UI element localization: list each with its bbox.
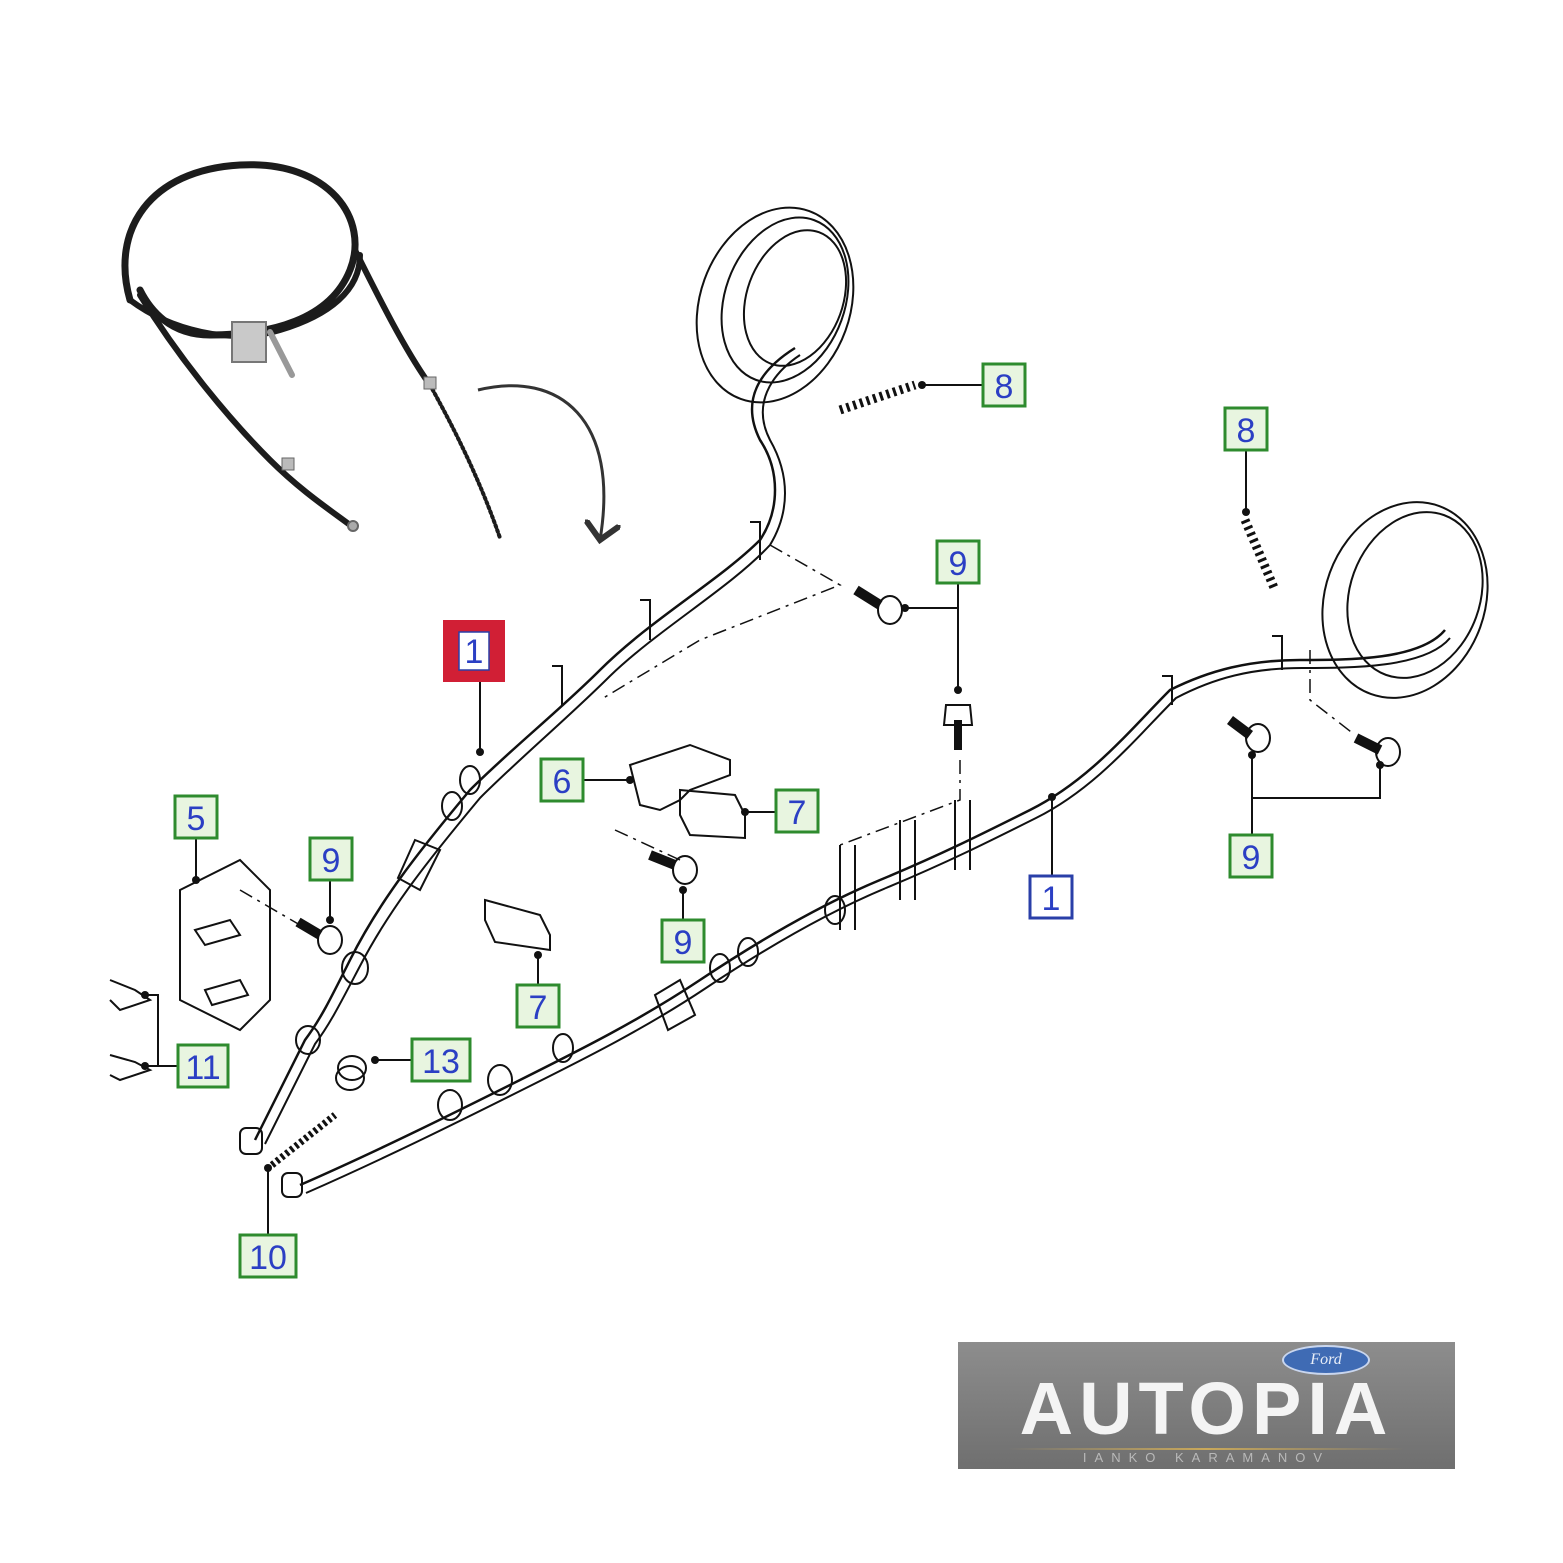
callout-6[interactable]: 6	[539, 757, 585, 803]
callout-9-b[interactable]: 9	[1228, 833, 1274, 879]
left-brake-drum	[695, 206, 855, 404]
callout-highlight-1[interactable]: 1	[443, 620, 505, 682]
clip-7-b	[484, 898, 551, 952]
svg-text:6: 6	[553, 763, 572, 801]
spring-8-a	[838, 380, 917, 415]
svg-text:9: 9	[1242, 839, 1261, 877]
clip-7-a	[679, 788, 746, 840]
svg-text:9: 9	[674, 924, 693, 962]
logo-subtitle: IANKO KARAMANOV	[1082, 1450, 1331, 1465]
callout-5[interactable]: 5	[173, 794, 219, 840]
callout-7-a[interactable]: 7	[774, 788, 820, 834]
cable-photo	[121, 161, 502, 540]
callout-13[interactable]: 13	[410, 1037, 472, 1083]
bolt-9-a	[853, 585, 903, 625]
svg-text:8: 8	[1237, 412, 1256, 450]
callout-9-a[interactable]: 9	[935, 539, 981, 585]
logo-title: AUTOPIA	[1019, 1367, 1394, 1450]
autopia-logo: AUTOPIA IANKO KARAMANOV	[958, 1342, 1455, 1469]
svg-text:1: 1	[465, 633, 484, 671]
callout-9-c[interactable]: 9	[660, 918, 706, 964]
bolt-9-d	[295, 917, 343, 955]
bolt-9-e	[1227, 716, 1271, 753]
bolt-9-b	[942, 704, 974, 750]
callout-11[interactable]: 11	[176, 1043, 230, 1089]
logo-divider	[1008, 1448, 1405, 1450]
callout-10[interactable]: 10	[238, 1233, 298, 1279]
leader-dots	[141, 381, 1384, 1172]
ford-oval-text: Ford	[1310, 1351, 1342, 1368]
bolt-9-c	[648, 850, 698, 885]
clip-11-a	[109, 979, 153, 1012]
bolt-9-f	[1353, 733, 1401, 767]
ring-13	[337, 1055, 367, 1081]
svg-text:8: 8	[995, 368, 1014, 406]
callout-8-a[interactable]: 8	[981, 362, 1027, 408]
callout-7-b[interactable]: 7	[515, 983, 561, 1029]
svg-text:9: 9	[322, 842, 341, 880]
callout-blue-1[interactable]: 1	[1028, 874, 1074, 920]
svg-text:10: 10	[249, 1239, 287, 1277]
svg-text:9: 9	[949, 545, 968, 583]
svg-text:13: 13	[422, 1043, 460, 1081]
bracket-5	[179, 858, 271, 1032]
cable-assembly-drawing	[109, 206, 1489, 1198]
callout-9-d[interactable]: 9	[308, 836, 354, 882]
svg-text:1: 1	[1042, 880, 1061, 918]
right-brake-drum	[1321, 501, 1489, 699]
svg-text:7: 7	[788, 794, 807, 832]
pointer-arrow	[477, 384, 604, 540]
callout-8-b[interactable]: 8	[1223, 406, 1269, 452]
svg-text:11: 11	[185, 1049, 220, 1087]
ford-oval-logo: Ford	[1282, 1345, 1370, 1375]
clip-11-b	[109, 1054, 153, 1082]
spring-8-b	[1240, 518, 1280, 592]
svg-text:7: 7	[529, 989, 548, 1027]
svg-text:5: 5	[187, 800, 206, 838]
